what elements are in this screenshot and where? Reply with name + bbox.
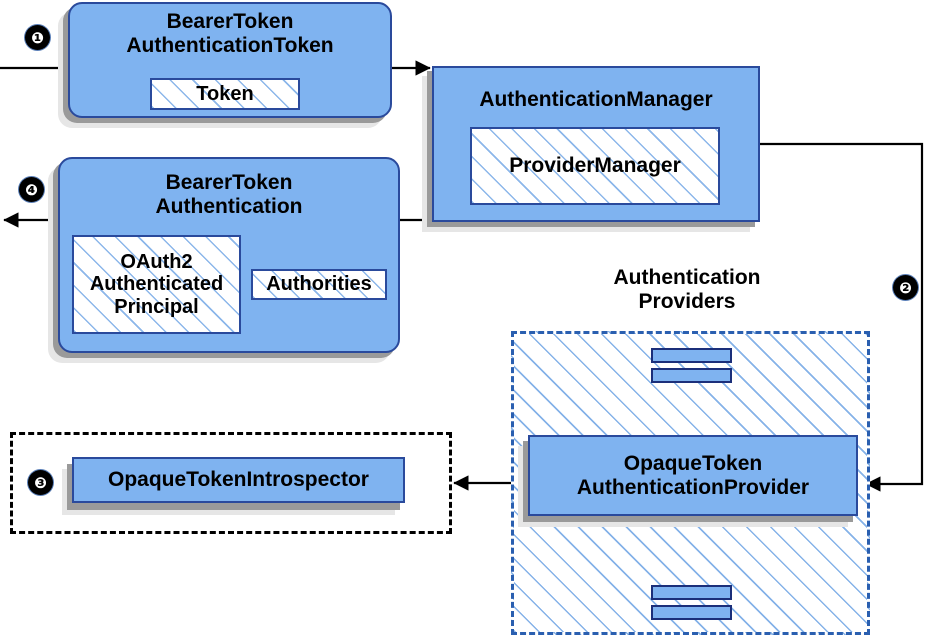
oauth2-authenticated-principal-line3: Principal	[114, 295, 199, 318]
provider-bar-top-1	[651, 348, 732, 363]
step-marker-2-label: ❷	[899, 278, 912, 297]
bearer-token-authentication-title-line1: BearerToken	[165, 171, 293, 194]
bearer-token-authentication-token-title-line2: AuthenticationToken	[126, 33, 334, 57]
step-marker-3-label: ❸	[34, 473, 47, 492]
provider-manager-label: ProviderManager	[509, 154, 681, 178]
introspector-group	[10, 432, 452, 534]
provider-bar-bottom-1	[651, 585, 732, 600]
provider-bar-top-2	[651, 368, 732, 383]
opaque-token-introspector-label: OpaqueTokenIntrospector	[108, 468, 369, 492]
authentication-manager-title: AuthenticationManager	[479, 88, 713, 111]
opaque-token-authentication-provider-title-line1: OpaqueToken	[623, 451, 763, 475]
step-marker-3: ❸	[28, 470, 53, 495]
oauth2-authenticated-principal-box: OAuth2 Authenticated Principal	[72, 235, 241, 334]
opaque-token-authentication-provider-title-line2: AuthenticationProvider	[576, 475, 810, 499]
oauth2-authenticated-principal-line2: Authenticated	[89, 273, 224, 296]
bearer-token-authentication-title-line2: Authentication	[155, 194, 303, 218]
opaque-token-authentication-provider[interactable]: OpaqueToken AuthenticationProvider	[528, 435, 858, 516]
oauth2-authenticated-principal-line1: OAuth2	[120, 250, 193, 273]
authentication-providers-label: Authentication Providers	[576, 266, 798, 314]
token-inner-box: Token	[150, 78, 300, 110]
token-inner-label: Token	[196, 82, 254, 105]
provider-manager-inner-box: ProviderManager	[470, 127, 720, 205]
authentication-providers-label-line2: Providers	[638, 290, 736, 314]
authorities-label: Authorities	[266, 273, 372, 296]
step-marker-2: ❷	[893, 275, 918, 300]
step-marker-4-label: ❹	[25, 180, 38, 199]
authentication-providers-label-line1: Authentication	[613, 266, 761, 289]
authorities-box: Authorities	[251, 269, 387, 300]
step-marker-1-label: ❶	[31, 28, 44, 47]
provider-bar-bottom-2	[651, 605, 732, 620]
opaque-token-introspector[interactable]: OpaqueTokenIntrospector	[72, 457, 405, 503]
step-marker-1: ❶	[25, 25, 50, 50]
bearer-token-authentication-token-title-line1: BearerToken	[166, 10, 294, 33]
step-marker-4: ❹	[19, 177, 44, 202]
